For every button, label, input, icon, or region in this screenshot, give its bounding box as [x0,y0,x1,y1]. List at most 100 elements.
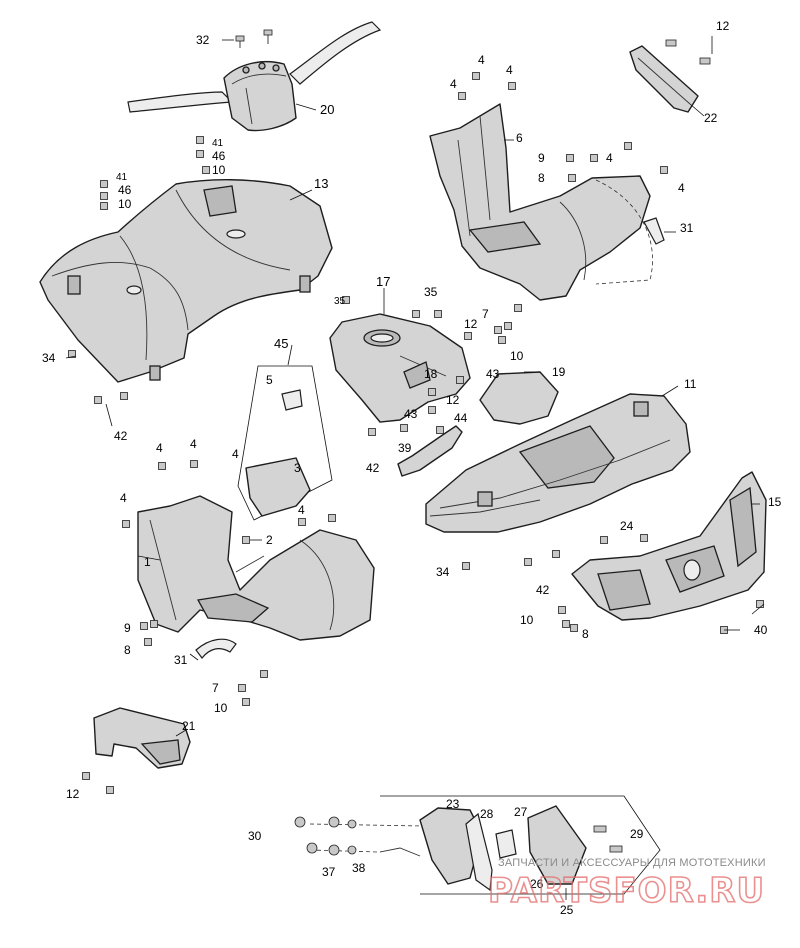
callout-24: 24 [620,519,634,533]
clip-fastener [400,424,408,432]
callout-32: 32 [196,33,210,47]
callout-4: 4 [156,441,163,455]
callout-13: 13 [314,176,328,191]
callout-7: 7 [482,307,489,321]
clip-fastener [428,388,436,396]
callout-10: 10 [520,613,534,627]
callout-43: 43 [404,407,418,421]
callout-31: 31 [174,653,188,667]
clip-fastener [562,620,570,628]
callout-12: 12 [464,317,478,331]
clip-fastener [494,326,502,334]
clip-fastener [106,786,114,794]
callout-7: 7 [212,681,219,695]
clip-fastener [508,82,516,90]
callout-1: 1 [144,555,151,569]
callout-42: 42 [114,429,128,443]
part-20-handlebar-pod [127,21,382,132]
callout-4: 4 [450,77,457,91]
clip-fastener [120,392,128,400]
part-28-lens-gasket [465,812,493,892]
callout-25: 25 [560,903,574,917]
part-27-bulb [495,829,517,859]
callout-2: 2 [266,533,273,547]
callout-8: 8 [124,643,131,657]
clip-fastener [600,536,608,544]
clip-fastener [68,350,76,358]
callout-10: 10 [214,701,228,715]
part-1-left-footwell [137,495,375,641]
callout-4: 4 [232,447,239,461]
callout-44: 44 [454,411,468,425]
clip-fastener [242,698,250,706]
callout-12: 12 [66,787,80,801]
clip-fastener [196,136,204,144]
callout-30: 30 [248,829,262,843]
part-26-lens [527,805,587,885]
clip-fastener [202,166,210,174]
clip-fastener [570,624,578,632]
clip-fastener [558,606,566,614]
callout-19: 19 [552,365,566,379]
callout-4: 4 [506,63,513,77]
callout-39: 39 [398,441,412,455]
callout-23: 23 [446,797,460,811]
clip-fastener [514,304,522,312]
callout-3: 3 [294,461,301,475]
callout-40: 40 [754,623,768,637]
part-39-bracket [397,425,463,477]
callout-20: 20 [320,102,334,117]
callout-9: 9 [124,621,131,635]
clip-fastener [100,180,108,188]
watermark-caption: ЗАПЧАСТИ И АКСЕССУАРЫ ДЛЯ МОТОТЕХНИКИ [498,857,766,869]
clip-fastener [524,558,532,566]
clip-fastener [472,72,480,80]
clip-fastener [368,428,376,436]
clip-fastener [238,684,246,692]
watermark: ЗАПЧАСТИ И АКСЕССУАРЫ ДЛЯ МОТОТЕХНИКИ PA… [487,857,766,912]
clip-fastener [640,534,648,542]
callout-42: 42 [366,461,380,475]
part-21-side-panel [93,707,191,769]
clip-fastener [660,166,668,174]
wire-harness [379,847,421,857]
callout-11: 11 [684,377,697,391]
callout-21: 21 [182,719,196,733]
callout-8: 8 [582,627,589,641]
clip-fastener [242,536,250,544]
clip-fastener [566,154,574,162]
clip-fastener [150,620,158,628]
part-11-front-fender [425,393,691,533]
clip-fastener [436,426,444,434]
callout-8: 8 [538,171,545,185]
fastener-29 [593,825,623,853]
callout-29: 29 [630,827,644,841]
callout-4: 4 [190,437,197,451]
callout-6: 6 [516,131,523,145]
callout-4: 4 [298,503,305,517]
callout-12: 12 [446,393,460,407]
clip-fastener [498,336,506,344]
clip-fastener [552,550,560,558]
clip-fastener [412,310,420,318]
callout-26: 26 [530,877,544,891]
clip-fastener [568,174,576,182]
callout-4: 4 [606,151,613,165]
callout-4: 4 [478,53,485,67]
clip-fastener [462,562,470,570]
callout-15: 15 [768,495,782,509]
callout-35: 35 [334,296,346,307]
callout-27: 27 [514,805,528,819]
callout-45: 45 [274,336,288,351]
clip-fastener [434,310,442,318]
clip-fastener [590,154,598,162]
part-3-cover [245,457,311,517]
callout-37: 37 [322,865,336,879]
clip-fastener [100,192,108,200]
leader-lines [65,36,765,900]
part-19-dash-cover [479,371,559,425]
callout-18: 18 [424,367,438,381]
fastener-32 [235,29,273,48]
fasteners-30-37-38 [294,816,357,856]
clip-fastener [428,406,436,414]
